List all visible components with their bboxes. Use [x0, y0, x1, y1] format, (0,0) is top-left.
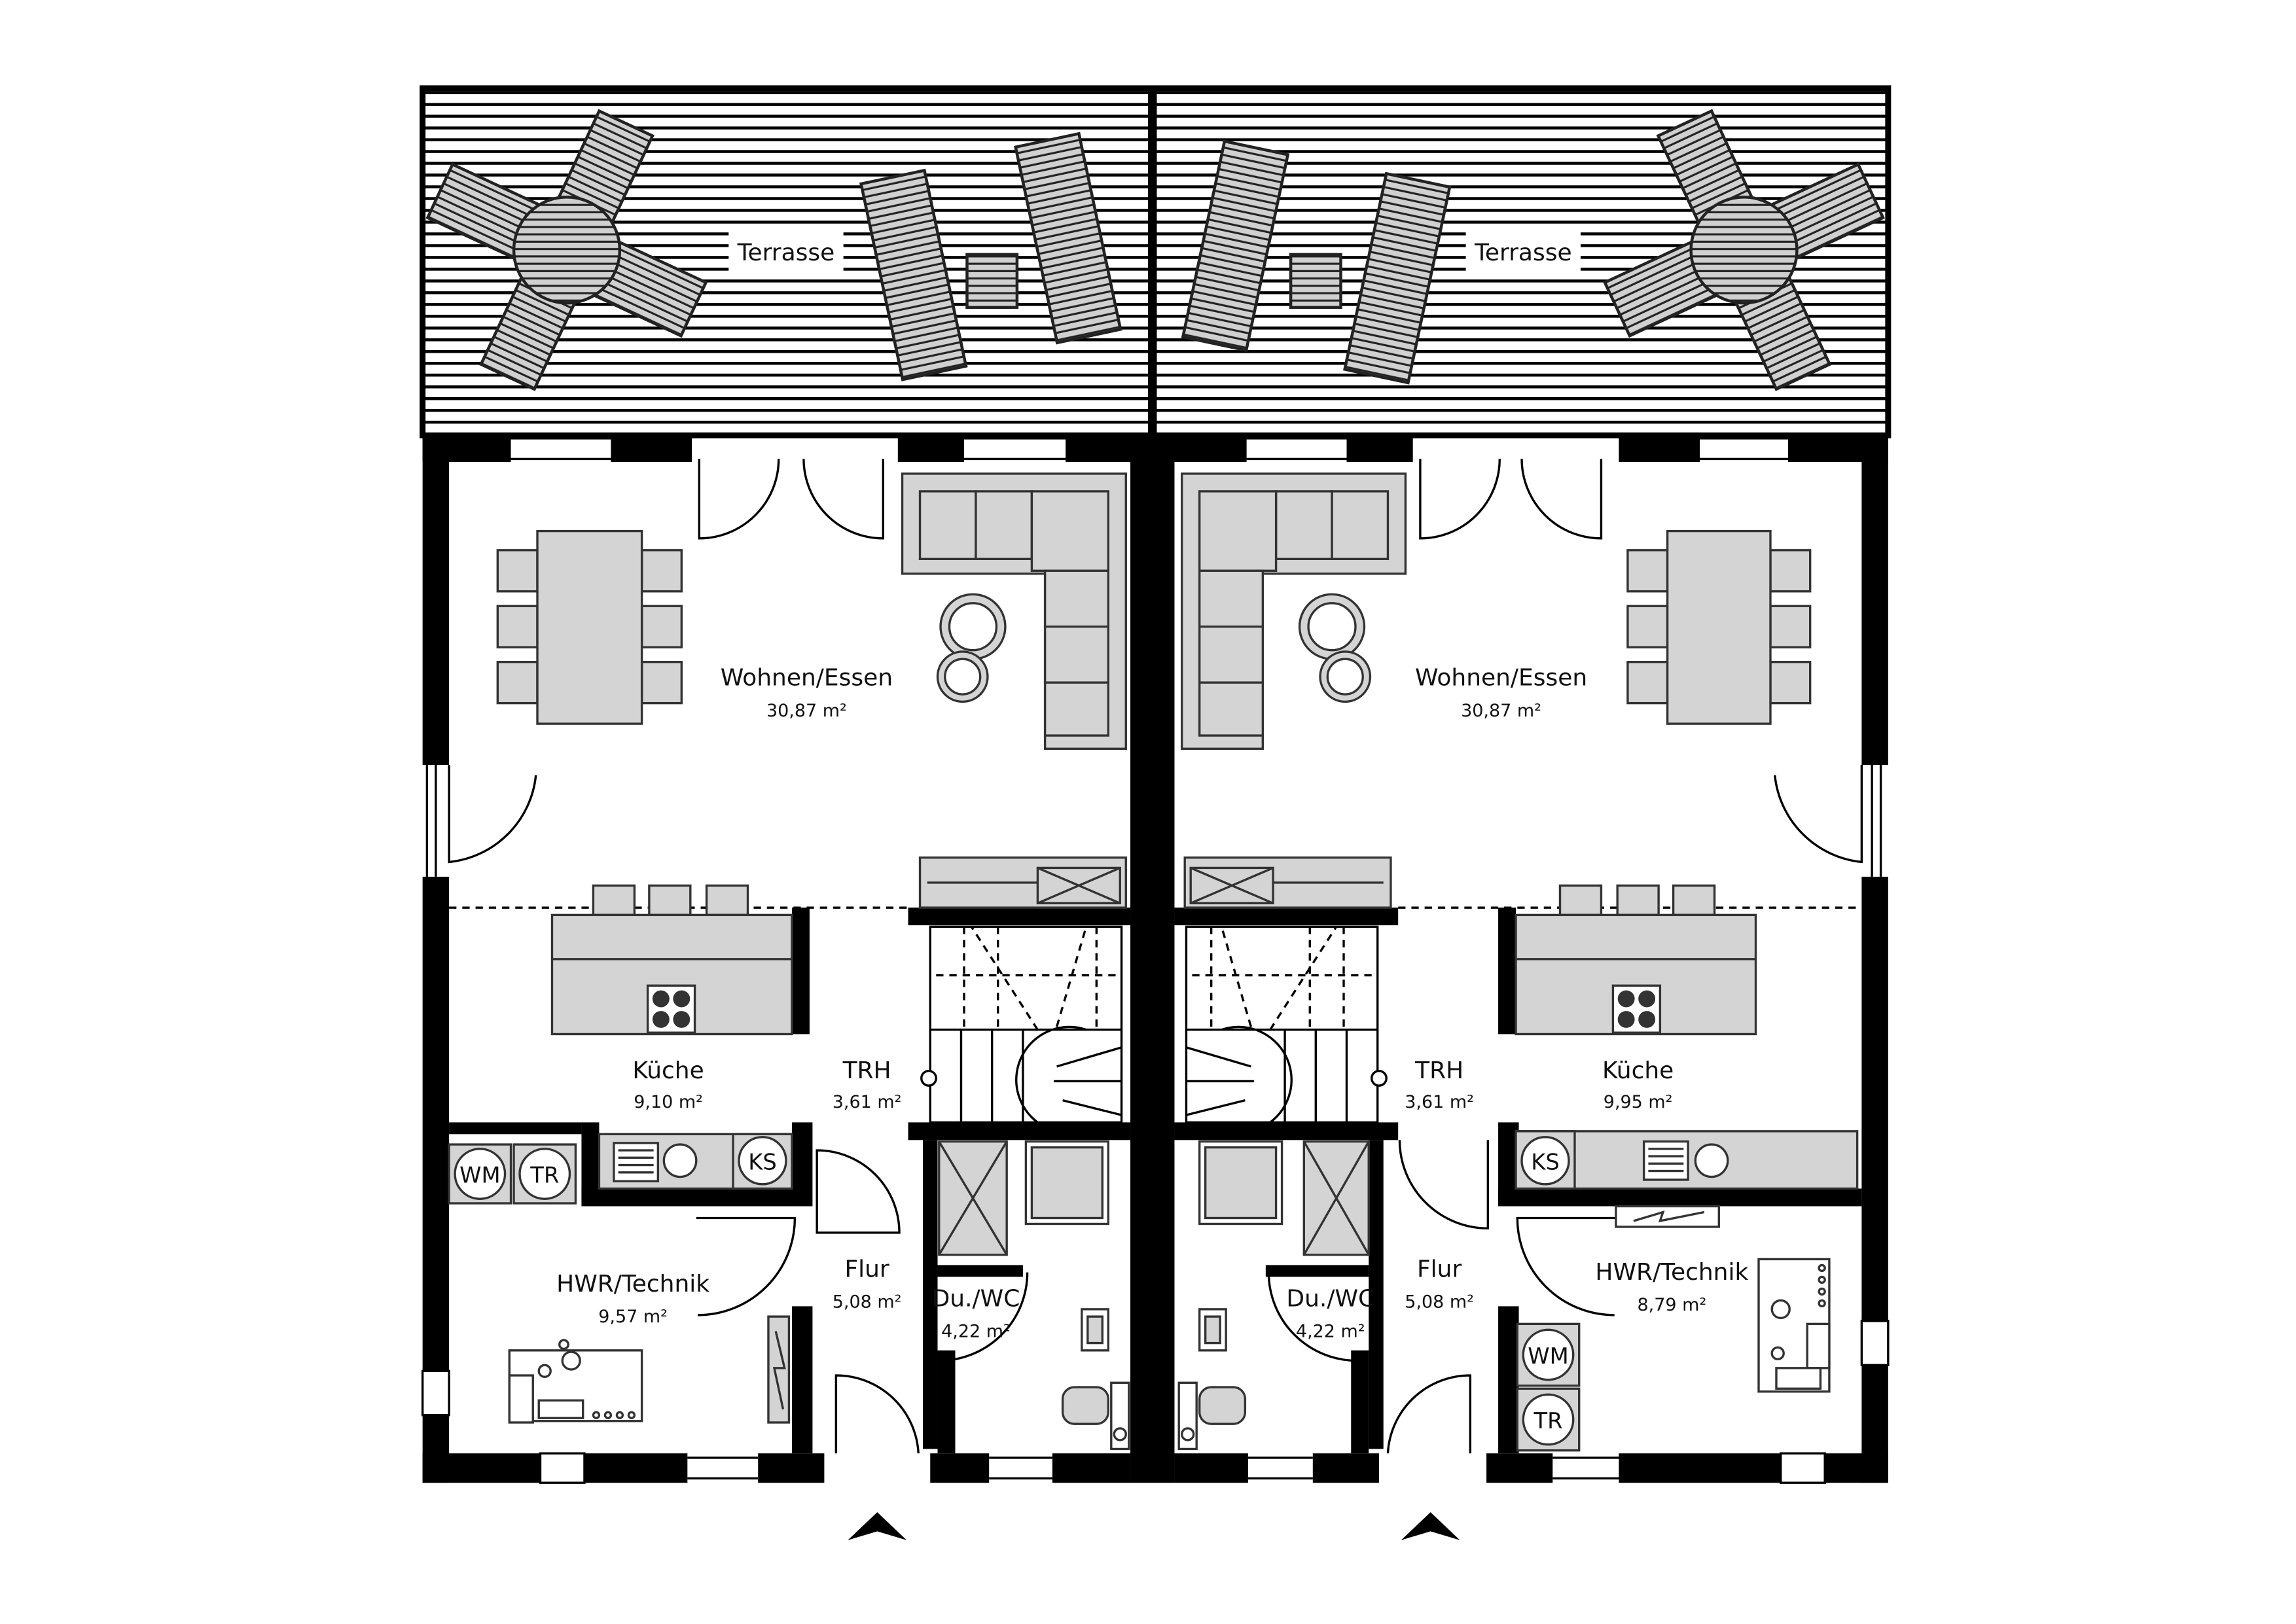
kitchen-counter — [1515, 1130, 1859, 1190]
entrance-arrow-icon — [1401, 1512, 1460, 1540]
utility-name: HWR/Technik — [1595, 1259, 1748, 1286]
stairs-area: 3,61 m² — [833, 1092, 902, 1112]
living-room-name: Wohnen/Essen — [1415, 665, 1587, 692]
stove-icon — [1611, 984, 1662, 1034]
sofa — [901, 472, 1127, 750]
living-room-area: 30,87 m² — [766, 701, 847, 721]
fridge-label: KS — [1531, 1149, 1560, 1174]
sideboard — [918, 856, 1127, 909]
heating-system — [1757, 1258, 1831, 1393]
sun-lounger-icon — [859, 132, 1122, 381]
bath-area: 4,22 m² — [1296, 1322, 1365, 1342]
heating-system — [508, 1315, 791, 1424]
sofa — [1181, 472, 1407, 750]
side-tables — [1298, 593, 1372, 703]
hall-area: 5,08 m² — [833, 1292, 902, 1313]
bath-name: Du./WC — [1286, 1285, 1374, 1312]
living-room-area: 30,87 m² — [1461, 701, 1541, 721]
living-room-name: Wohnen/Essen — [721, 665, 893, 692]
hall-name: Flur — [1417, 1256, 1462, 1282]
stove-icon — [646, 984, 696, 1034]
terrace-area — [420, 85, 1892, 438]
bathroom-fixtures — [1177, 1140, 1370, 1451]
kitchen-island — [1515, 884, 1757, 1036]
hall-name: Flur — [844, 1256, 889, 1282]
staircase — [920, 925, 1123, 1124]
kitchen-name: Küche — [632, 1057, 704, 1084]
stairs-area: 3,61 m² — [1405, 1092, 1474, 1112]
stairs-name: TRH — [1414, 1057, 1463, 1084]
door-swing-icon — [448, 459, 1863, 1454]
bath-area: 4,22 m² — [941, 1322, 1011, 1342]
utility-area: 8,79 m² — [1638, 1295, 1707, 1315]
side-tables — [936, 593, 1007, 703]
staircase — [1185, 925, 1388, 1124]
dryer-label: TR — [1533, 1408, 1562, 1434]
walls — [422, 435, 1888, 1483]
dryer-label: TR — [529, 1163, 559, 1188]
washer-label: WM — [1528, 1343, 1568, 1369]
fridge-label: KS — [748, 1149, 777, 1174]
hall-area: 5,08 m² — [1405, 1292, 1474, 1313]
entrance-arrow-icon — [848, 1512, 907, 1540]
dining-table — [496, 529, 683, 725]
utility-appliances — [448, 1136, 787, 1205]
terrace-label: Terrasse — [737, 239, 835, 266]
parasol-table-icon — [425, 109, 708, 391]
kitchen-area: 9,95 m² — [1604, 1092, 1673, 1112]
terrace-label: Terrasse — [1474, 239, 1572, 266]
utility-appliances — [1516, 1205, 1720, 1452]
kitchen-area: 9,10 m² — [634, 1092, 703, 1112]
dining-table — [1626, 529, 1812, 725]
windows — [421, 437, 1890, 1484]
sun-lounger-icon — [1181, 139, 1452, 385]
washer-label: WM — [459, 1163, 500, 1188]
utility-name: HWR/Technik — [556, 1271, 709, 1297]
bath-name: Du./WC — [932, 1285, 1020, 1312]
sideboard — [1183, 856, 1392, 909]
utility-area: 9,57 m² — [598, 1307, 668, 1327]
parasol-table-icon — [1602, 109, 1886, 391]
bathroom-fixtures — [938, 1140, 1130, 1451]
kitchen-name: Küche — [1602, 1057, 1674, 1084]
stairs-name: TRH — [842, 1057, 891, 1084]
